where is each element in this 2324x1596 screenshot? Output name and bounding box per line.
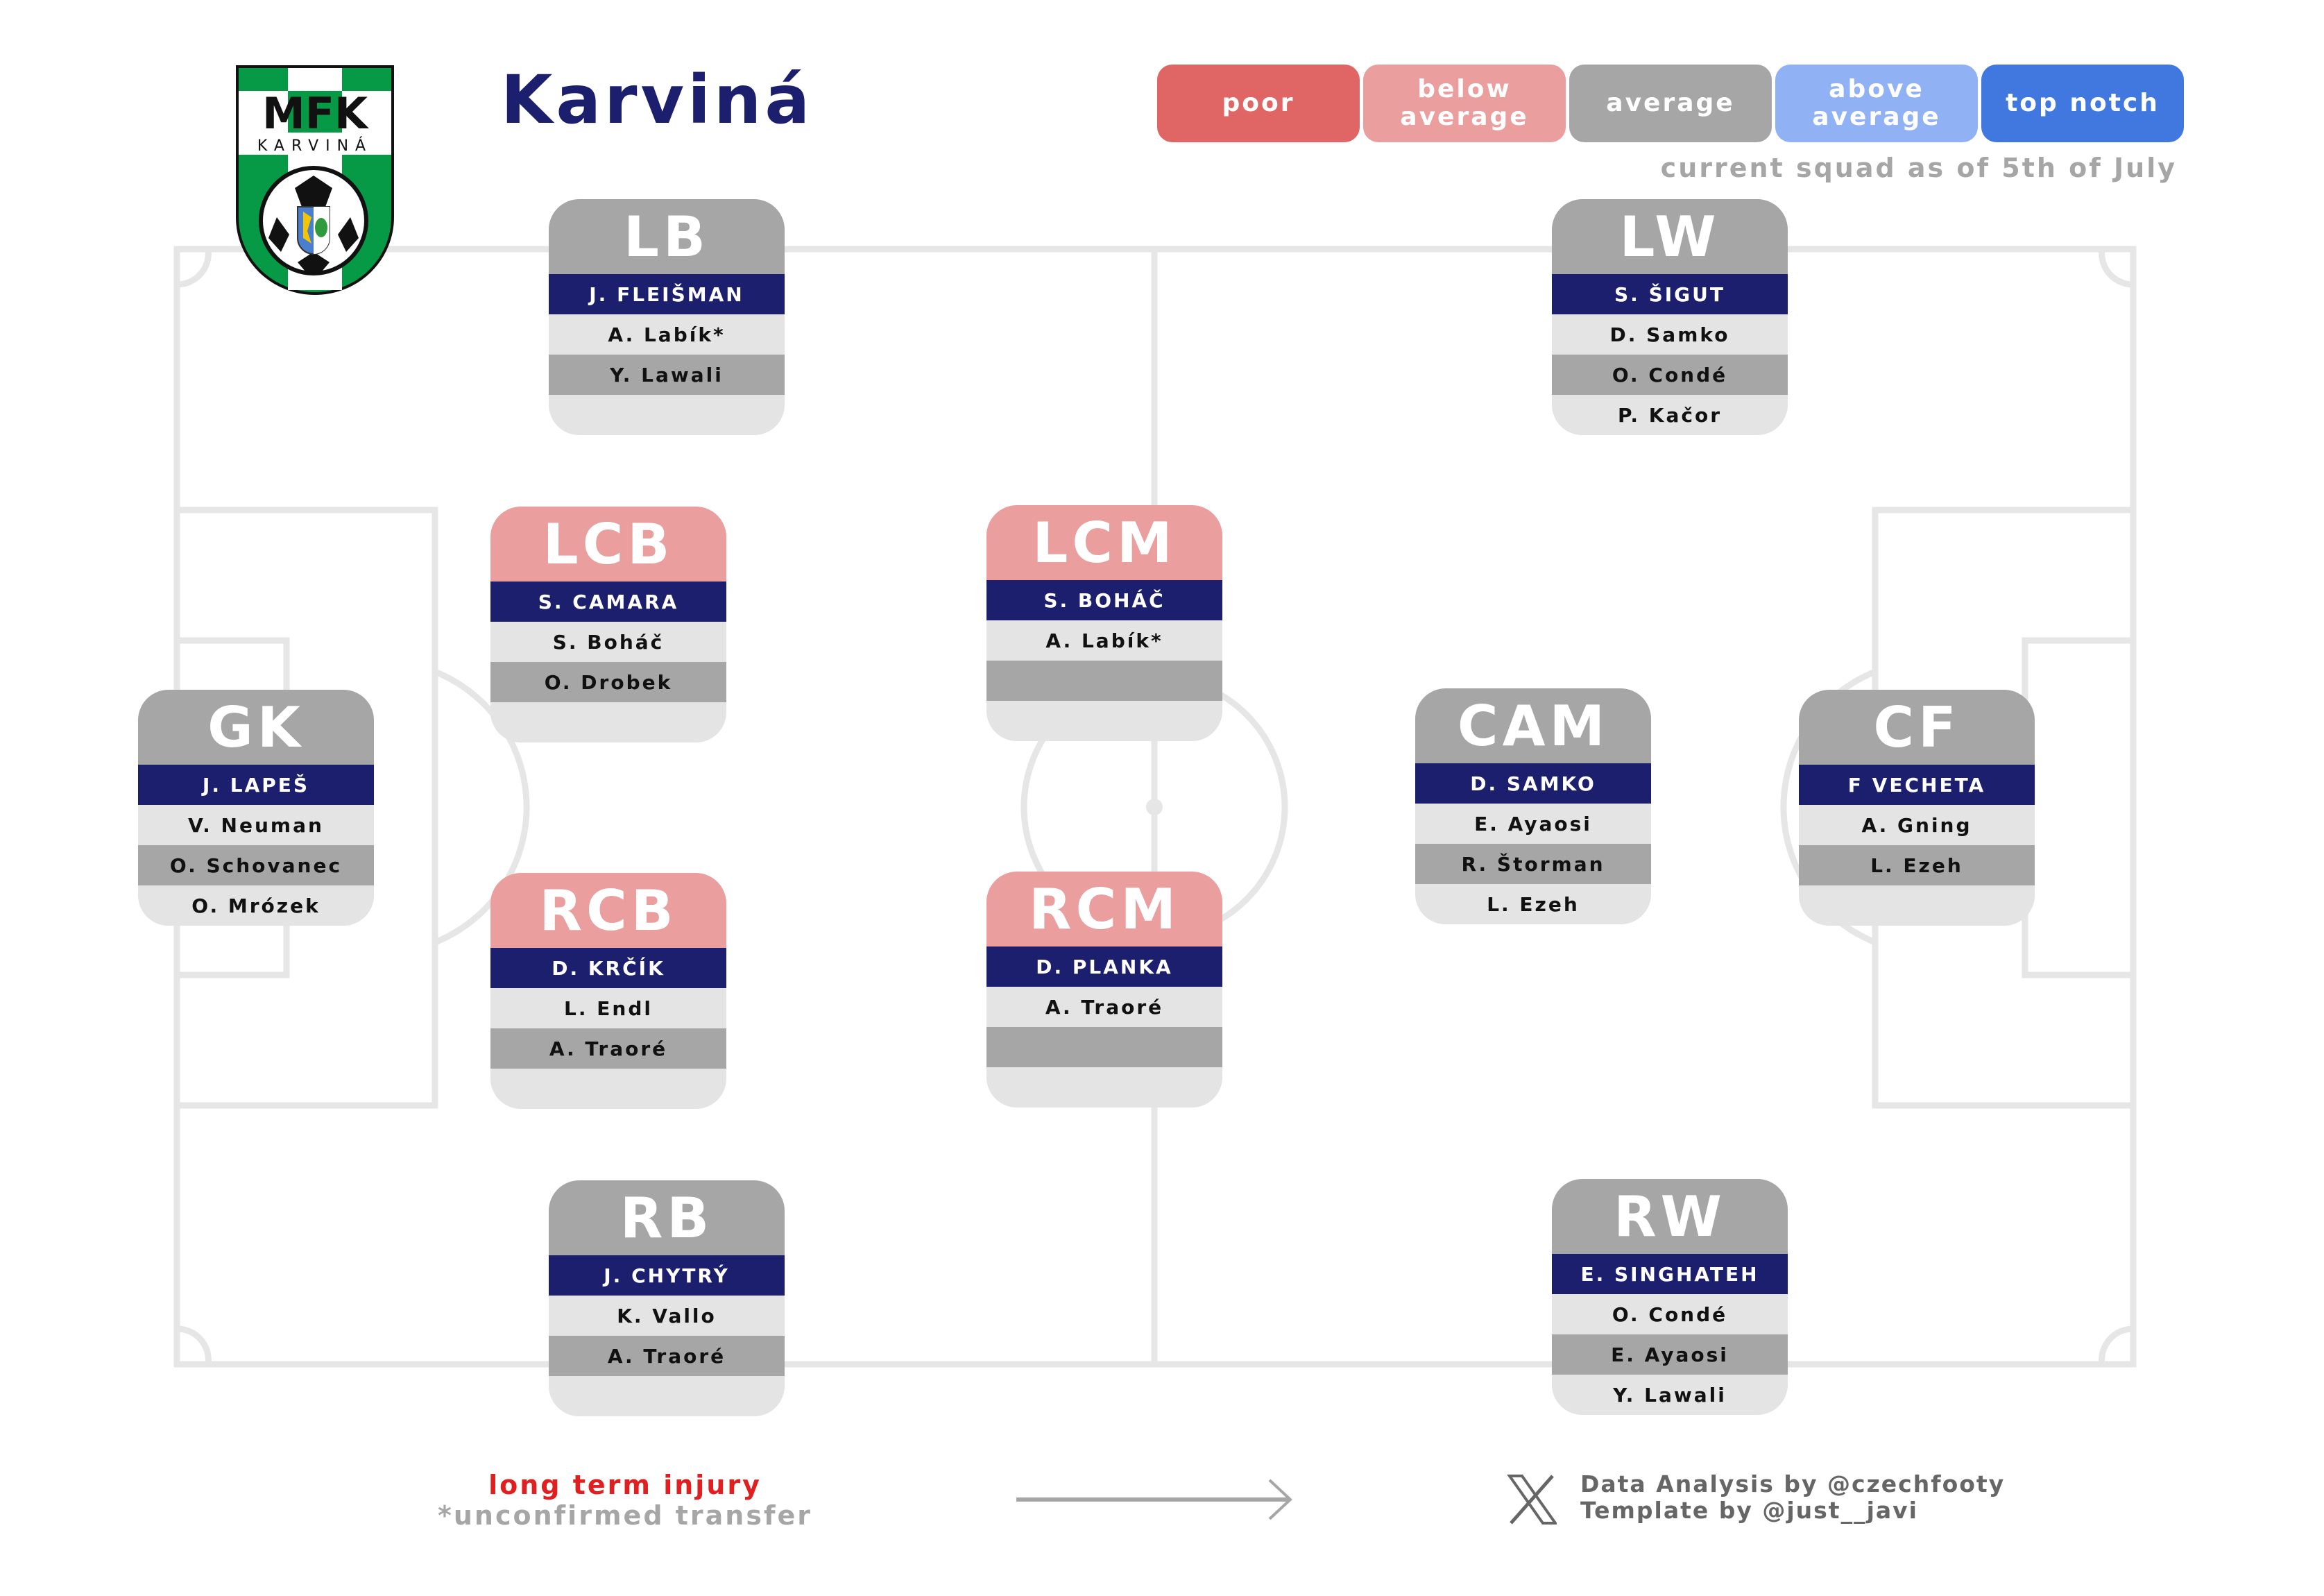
transfer-legend: *unconfirmed transfer — [437, 1500, 813, 1531]
x-logo-icon — [1507, 1475, 1557, 1525]
empty-slot — [490, 702, 726, 742]
backup-player: A. Labík* — [986, 620, 1222, 661]
position-label: RB — [549, 1180, 785, 1255]
club-logo: MFK KARVINÁ — [236, 65, 394, 295]
backup-player: L. Endl — [490, 988, 726, 1028]
backup-player: Y. Lawali — [1552, 1375, 1788, 1415]
backup-player: S. Boháč — [490, 622, 726, 662]
injury-legend: long term injury — [488, 1470, 762, 1500]
backup-player: O. Schovanec — [138, 845, 374, 885]
backup-player: Y. Lawali — [549, 355, 785, 395]
backup-player: O. Condé — [1552, 355, 1788, 395]
backup-player: V. Neuman — [138, 805, 374, 845]
backup-player: O. Drobek — [490, 662, 726, 702]
backup-player: D. Samko — [1552, 314, 1788, 355]
page-title: Karviná — [501, 61, 814, 139]
credits: Data Analysis by @czechfooty Template by… — [1580, 1471, 2005, 1524]
position-label: RW — [1552, 1179, 1788, 1254]
position-label: RCM — [986, 872, 1222, 946]
logo-subtext: KARVINÁ — [257, 137, 373, 155]
legend-poor: poor — [1157, 65, 1360, 142]
starter-player: E. SINGHATEH — [1552, 1254, 1788, 1294]
legend-above-average: above average — [1775, 65, 1978, 142]
position-label: LCB — [490, 507, 726, 581]
attack-direction-arrow-icon — [1016, 1479, 1292, 1520]
backup-player: O. Mrózek — [138, 885, 374, 926]
empty-slot — [490, 1069, 726, 1109]
backup-player: A. Traoré — [549, 1336, 785, 1376]
starter-player: J. FLEIŠMAN — [549, 274, 785, 314]
legend-average: average — [1569, 65, 1772, 142]
position-label: GK — [138, 690, 374, 765]
position-label: LB — [549, 199, 785, 274]
backup-player: R. Štorman — [1415, 844, 1651, 884]
starter-player: F VECHETA — [1799, 765, 2035, 805]
credit-template: Template by @just__javi — [1580, 1497, 1918, 1524]
backup-player: A. Traoré — [490, 1028, 726, 1069]
backup-player: O. Condé — [1552, 1294, 1788, 1334]
empty-slot — [986, 701, 1222, 741]
backup-player: K. Vallo — [549, 1296, 785, 1336]
backup-player: A. Gning — [1799, 805, 2035, 845]
legend-below-average: below average — [1363, 65, 1566, 142]
position-label: LW — [1552, 199, 1788, 274]
backup-player: A. Traoré — [986, 987, 1222, 1027]
empty-slot — [549, 1376, 785, 1416]
credit-analysis: Data Analysis by @czechfooty — [1580, 1470, 2006, 1497]
backup-player: L. Ezeh — [1799, 845, 2035, 885]
starter-player: J. CHYTRÝ — [549, 1255, 785, 1296]
starter-player: J. LAPEŠ — [138, 765, 374, 805]
backup-player: P. Kačor — [1552, 395, 1788, 435]
backup-player: E. Ayaosi — [1552, 1334, 1788, 1375]
empty-slot — [1799, 885, 2035, 926]
starter-player: D. PLANKA — [986, 946, 1222, 987]
backup-player: E. Ayaosi — [1415, 804, 1651, 844]
position-label: LCM — [986, 505, 1222, 580]
starter-player: D. KRČÍK — [490, 948, 726, 988]
empty-slot — [549, 395, 785, 435]
backup-player: L. Ezeh — [1415, 884, 1651, 924]
starter-player: S. BOHÁČ — [986, 580, 1222, 620]
empty-slot — [986, 1067, 1222, 1107]
rating-legend: poor below average average above average… — [1157, 65, 2184, 142]
position-label: CAM — [1415, 688, 1651, 763]
starter-player: S. ŠIGUT — [1552, 274, 1788, 314]
starter-player: S. CAMARA — [490, 581, 726, 622]
position-label: RCB — [490, 873, 726, 948]
squad-date-note: current squad as of 5th of July — [1660, 153, 2177, 183]
position-label: CF — [1799, 690, 2035, 765]
empty-slot — [986, 1027, 1222, 1067]
empty-slot — [986, 661, 1222, 701]
legend-top-notch: top notch — [1981, 65, 2184, 142]
logo-text: MFK — [262, 88, 369, 139]
backup-player: A. Labík* — [549, 314, 785, 355]
starter-player: D. SAMKO — [1415, 763, 1651, 804]
